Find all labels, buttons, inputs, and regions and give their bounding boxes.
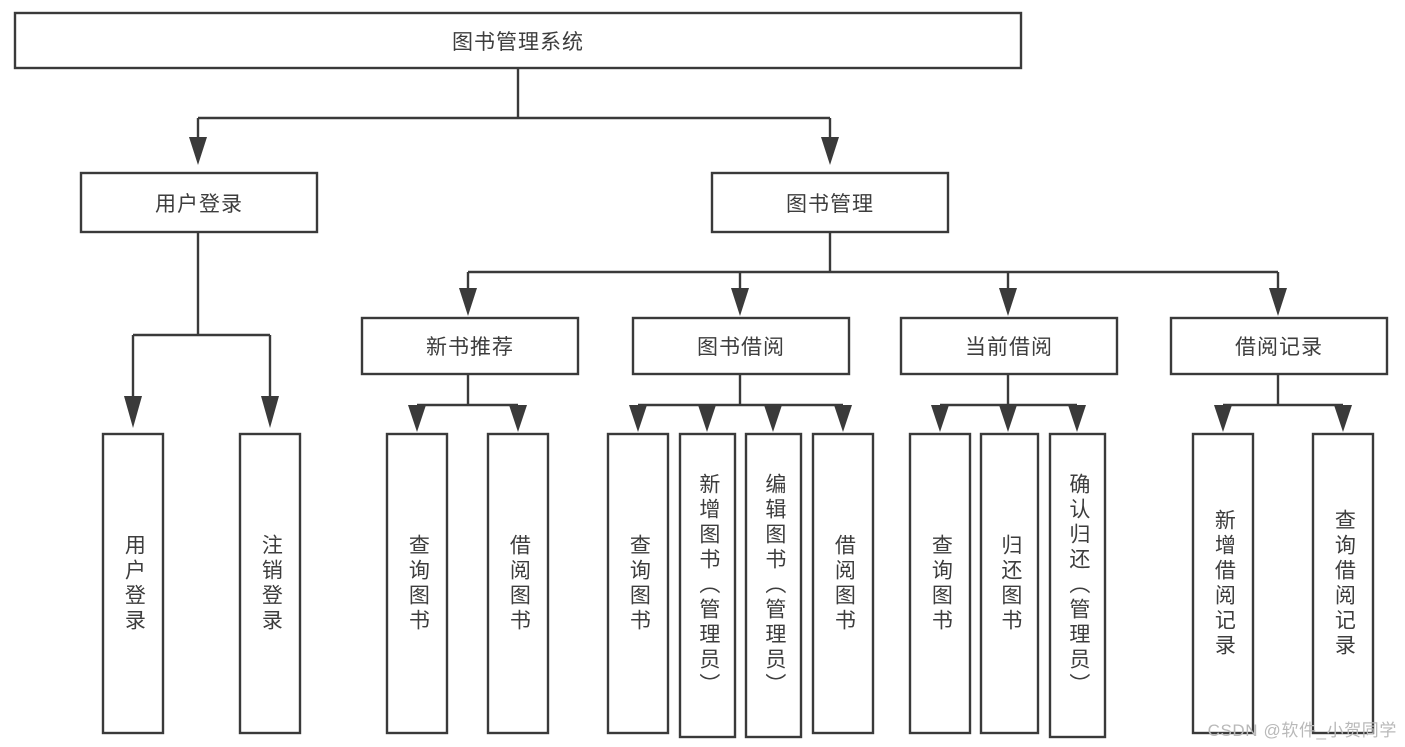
- arrow-head-borrow-record-leaf2: [1334, 405, 1352, 432]
- node-root[interactable]: [13, 11, 1023, 70]
- leaf-new-book-2[interactable]: [486, 432, 550, 735]
- arrow-head-current-borrow-leaf2: [999, 405, 1017, 432]
- arrow-head-new-book-leaf1: [408, 405, 426, 432]
- arrow-head-current-borrow-leaf1: [931, 405, 949, 432]
- arrow-head-book-borrow-leaf1: [629, 405, 647, 432]
- leaf-current-borrow-2[interactable]: [979, 432, 1040, 735]
- node-borrow-record[interactable]: [1169, 316, 1389, 376]
- arrow-head-borrow-record-leaf1: [1214, 405, 1232, 432]
- arrow-head-book-manage: [821, 137, 839, 165]
- node-book-borrow[interactable]: [631, 316, 851, 376]
- arrow-head-user-login: [189, 137, 207, 165]
- node-new-book-recommend[interactable]: [360, 316, 580, 376]
- leaf-book-borrow-4[interactable]: [811, 432, 875, 735]
- arrow-head-user-login-leaf2: [261, 396, 279, 428]
- arrow-head-new-book: [459, 288, 477, 316]
- leaf-user-login-1[interactable]: [101, 432, 165, 735]
- leaf-current-borrow-3[interactable]: [1048, 432, 1107, 739]
- arrow-head-current-borrow: [999, 288, 1017, 316]
- leaf-current-borrow-1[interactable]: [908, 432, 972, 735]
- leaf-book-borrow-1[interactable]: [606, 432, 670, 735]
- node-current-borrow[interactable]: [899, 316, 1119, 376]
- arrow-head-new-book-leaf2: [509, 405, 527, 432]
- arrow-head-current-borrow-leaf3: [1068, 405, 1086, 432]
- leaf-new-book-1[interactable]: [385, 432, 449, 735]
- arrow-head-user-login-leaf1: [124, 396, 142, 428]
- leaf-borrow-record-2[interactable]: [1311, 432, 1375, 735]
- arrow-head-book-borrow-leaf4: [834, 405, 852, 432]
- leaf-user-login-2[interactable]: [238, 432, 302, 735]
- leaf-book-borrow-3[interactable]: [744, 432, 803, 739]
- arrow-head-book-borrow-leaf3: [764, 405, 782, 432]
- arrow-head-borrow-record: [1269, 288, 1287, 316]
- csdn-watermark: CSDN @软件_小贺同学: [1207, 721, 1397, 740]
- arrow-head-book-borrow-leaf2: [698, 405, 716, 432]
- node-user-login[interactable]: [79, 171, 319, 234]
- node-book-manage[interactable]: [710, 171, 950, 234]
- arrow-head-book-borrow: [731, 288, 749, 316]
- leaf-borrow-record-1[interactable]: [1191, 432, 1255, 735]
- leaf-book-borrow-2[interactable]: [678, 432, 737, 739]
